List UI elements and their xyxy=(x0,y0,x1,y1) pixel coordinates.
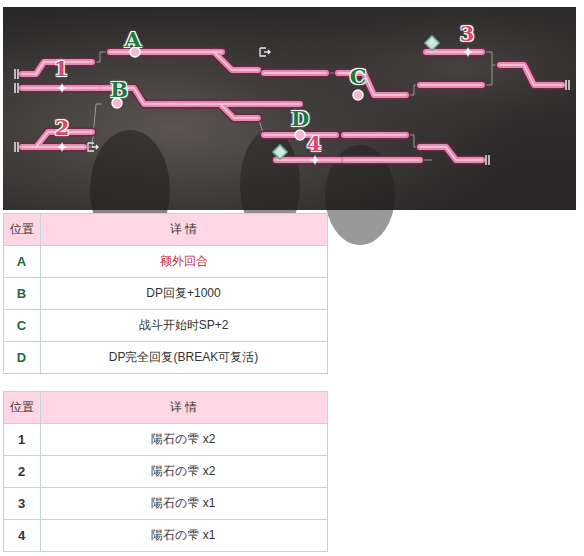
position-cell: 2 xyxy=(3,455,40,487)
position-cell: C xyxy=(3,309,40,341)
route-end-mark xyxy=(15,69,569,165)
detail-cell: 陽石の雫 x1 xyxy=(40,487,327,519)
detail-cell: 陽石の雫 x2 xyxy=(40,455,327,487)
table-header: 详 情 xyxy=(40,391,327,423)
position-cell: A xyxy=(3,245,40,277)
position-cell: D xyxy=(3,341,40,373)
table-one xyxy=(4,214,328,374)
map-event-letter: D xyxy=(287,105,313,131)
route-link xyxy=(84,52,500,160)
detail-cell: 陽石の雫 x1 xyxy=(40,519,327,551)
table-header: 位置 xyxy=(3,391,40,423)
position-cell: 4 xyxy=(3,519,40,551)
map-item-number: 2 xyxy=(49,114,75,140)
table-header: 位置 xyxy=(3,213,40,245)
warp-diamond xyxy=(273,36,439,159)
map-item-number: 3 xyxy=(454,20,480,46)
detail-cell: DP回复+1000 xyxy=(40,277,327,309)
position-cell: 1 xyxy=(3,423,40,455)
map-item-number: 1 xyxy=(48,55,74,81)
detail-cell: DP完全回复(BREAK可复活) xyxy=(40,341,327,373)
map-event-letter: A xyxy=(120,26,146,52)
map-event-letter: B xyxy=(106,76,132,102)
route-track xyxy=(22,52,562,160)
map-item-number: 4 xyxy=(301,130,327,156)
event-marker xyxy=(112,47,363,140)
map-event-letter: C xyxy=(345,63,371,89)
detail-cell: 额外回合 xyxy=(40,245,327,277)
item-sparkle xyxy=(57,47,473,165)
detail-cell: 陽石の雫 x2 xyxy=(40,423,327,455)
detail-cell: 战斗开始时SP+2 xyxy=(40,309,327,341)
table-header: 详 情 xyxy=(40,213,327,245)
exit-icon xyxy=(88,48,270,151)
table-two xyxy=(4,392,328,552)
position-cell: B xyxy=(3,277,40,309)
position-cell: 3 xyxy=(3,487,40,519)
